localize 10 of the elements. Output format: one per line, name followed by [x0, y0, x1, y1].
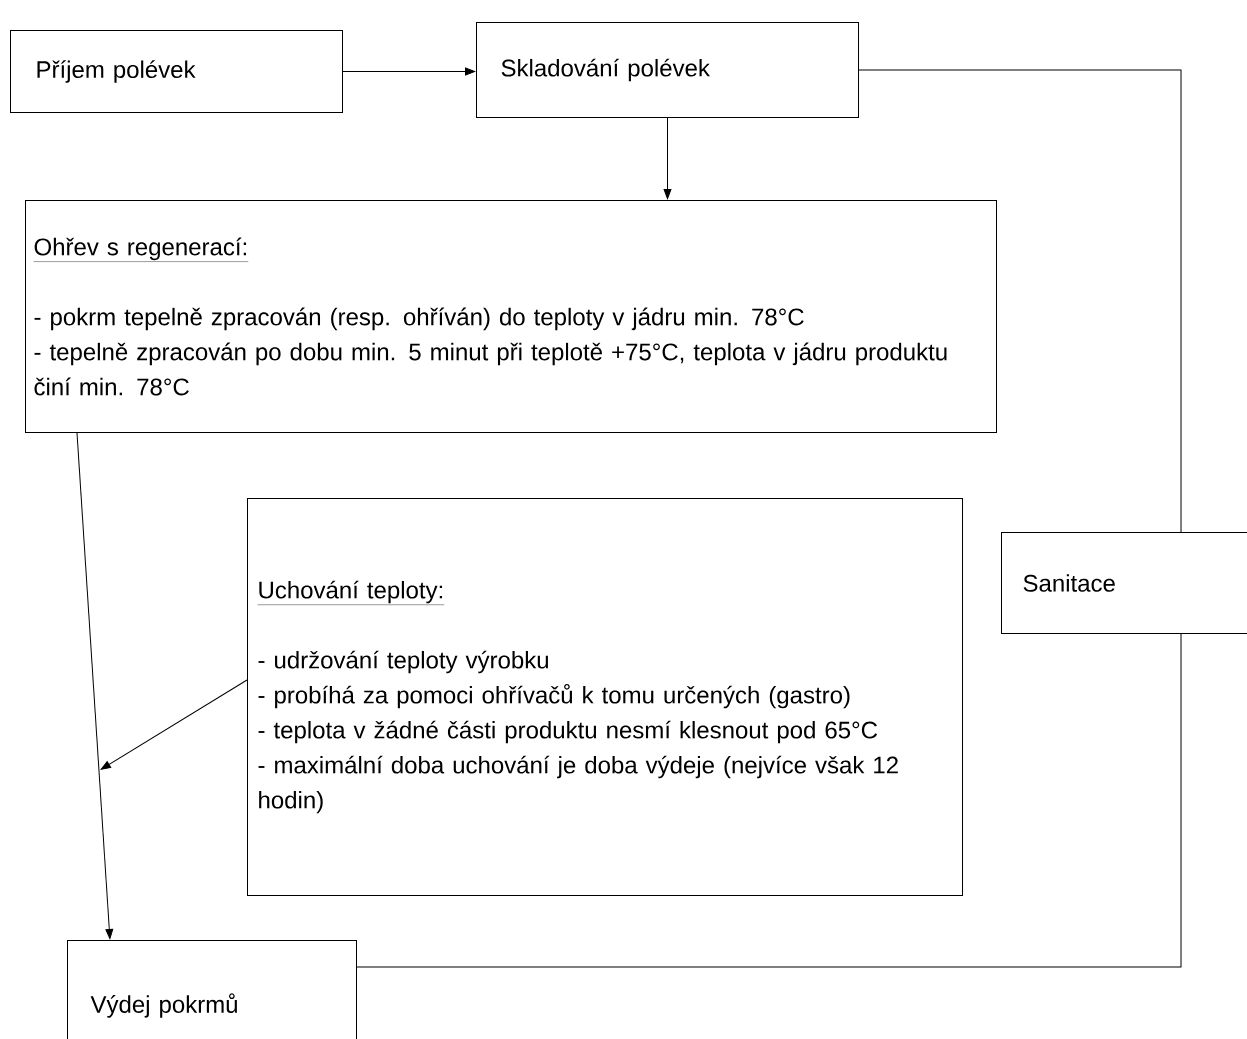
arrow [342, 67, 476, 76]
process-box: Sanitace [1001, 532, 1247, 634]
arrow [76, 432, 114, 940]
process-box: Uchování teploty: - udržování teploty výrobku - probíhá za pomoci ohřívačů k tomu určených (gastro) - teplota v žádné části produktu nesmí klesnout pod 65°C - maximální doba uchování je doba výdeje (nejvíce však 12 hodin) [247, 498, 963, 896]
process-box: Příjem polévek [10, 30, 343, 113]
process-box: Ohřev s regenerací: - pokrm tepelně zpracován (resp. ohříván) do teploty v jádru min. 78°C - tepelně zpracován po dobu min. 5 minut při teplotě +75°C, teplota v jádru produktu činí min. 78°C [25, 200, 997, 433]
arrow [100, 679, 248, 770]
process-box: Skladování polévek [476, 22, 859, 118]
process-box: Výdej pokrmů [67, 940, 357, 1039]
arrow [663, 117, 672, 200]
